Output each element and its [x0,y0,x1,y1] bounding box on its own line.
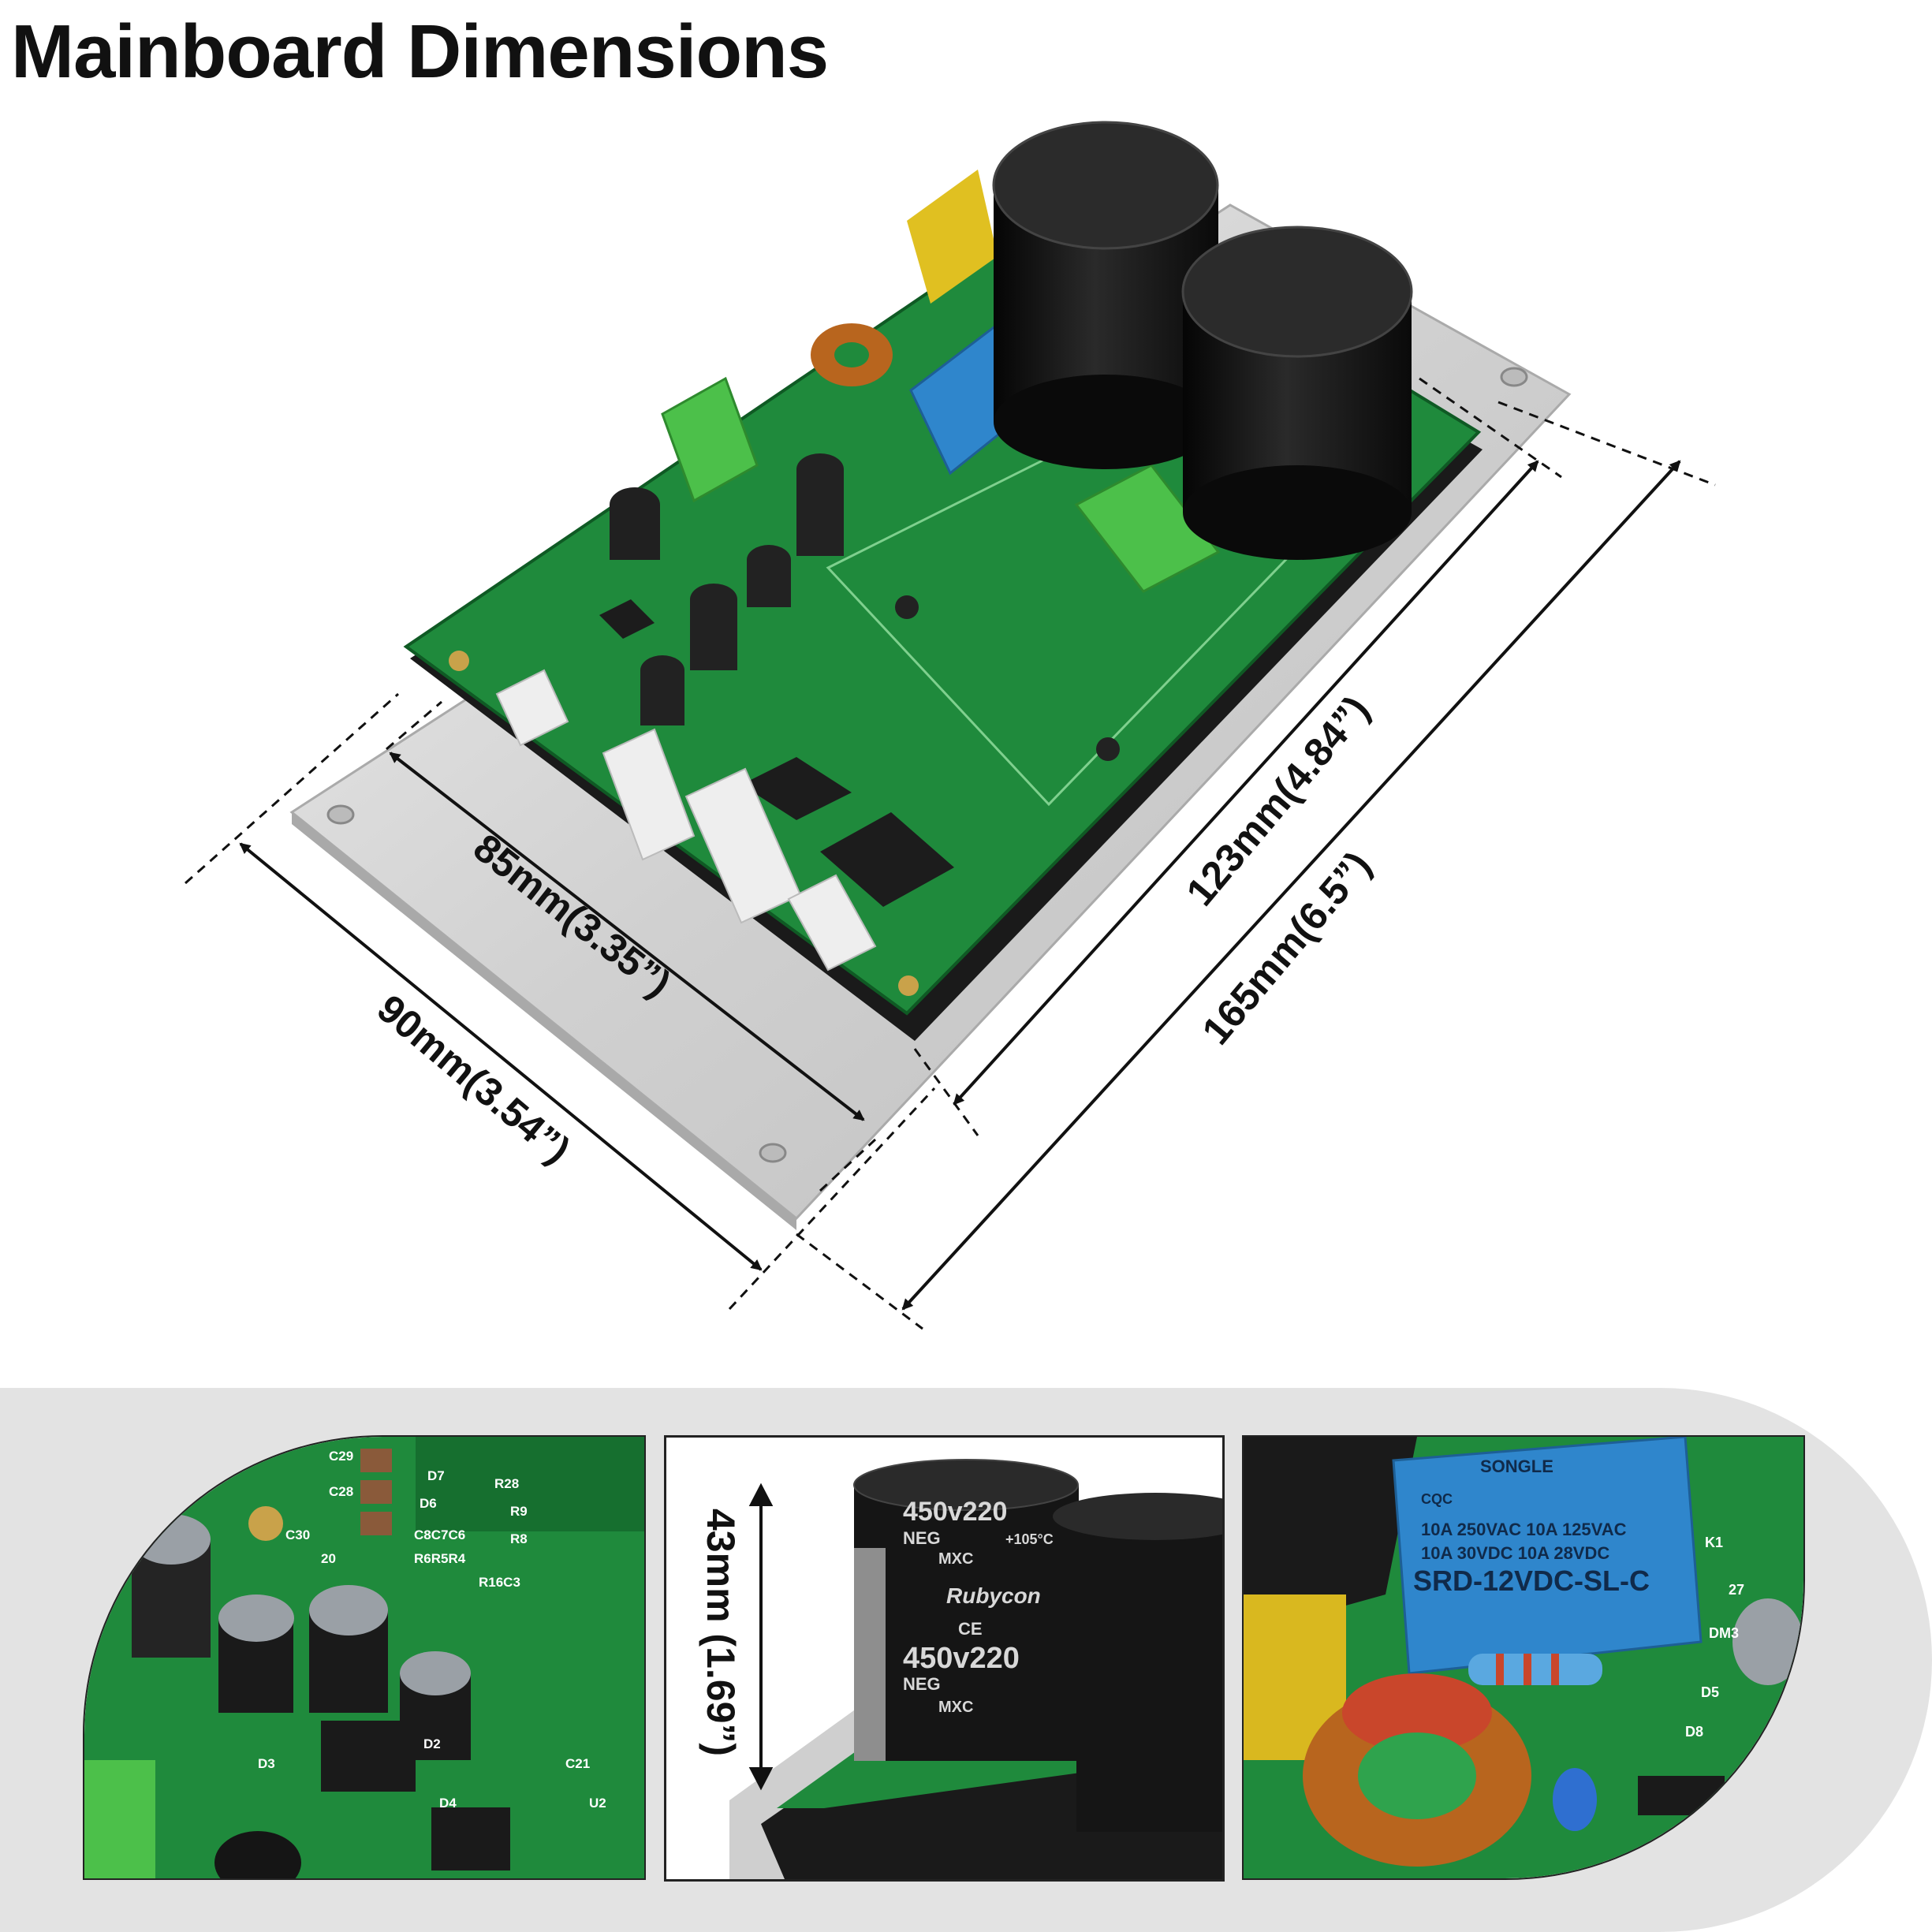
plate-width-line [239,842,763,1271]
cap-maker-bottom: MXC [938,1699,973,1716]
toroid-inductor [811,323,893,386]
cap-brand: Rubycon [946,1583,1041,1608]
marking-r9: R9 [510,1504,528,1519]
plate-length-line [901,460,1681,1311]
cap-rating-bottom: 450v220 [903,1642,1020,1675]
marking-c21: C21 [565,1756,590,1771]
capacitor-pair [853,1459,1222,1832]
relay-cert: CQC [1421,1491,1453,1507]
mainboard-dimension-photo: 85mm(3.35”) 90mm(3.54”) 123mm(4.84”) 165… [185,121,1716,1330]
small-capacitors-closeup [132,1514,471,1760]
small-capacitors [610,453,844,725]
cap-maker-top: MXC [938,1550,973,1568]
cap-rating-top: 450v220 [903,1497,1007,1527]
page-title: Mainboard Dimensions [11,9,829,94]
cap-series-bottom: NEG [903,1674,941,1694]
capacitor-height-photo: 450v220 NEG +105°C MXC Rubycon CE 450v22… [664,1435,1225,1882]
marking-d8: D8 [1685,1724,1703,1740]
capacitor-height-label: 43mm (1.69”) [699,1509,743,1756]
dimension-lines [185,377,1716,1330]
marking-27: 27 [1729,1582,1744,1598]
relay-closeup [1392,1437,1703,1675]
cap-cert: CE [958,1619,983,1639]
relay-rating-1: 10A 250VAC 10A 125VAC [1421,1520,1627,1539]
marking-d4: D4 [439,1796,457,1811]
marking-d2: D2 [423,1736,441,1751]
yellow-x-capacitor [907,170,998,304]
toroid-closeup [1303,1673,1531,1867]
marking-d3: D3 [258,1756,275,1771]
resistor [1468,1654,1602,1685]
relay-model: SRD-12VDC-SL-C [1413,1565,1650,1597]
marking-20: 20 [321,1551,336,1566]
marking-u2: U2 [589,1796,606,1811]
marking-c29: C29 [329,1449,353,1464]
marking-k1: K1 [1705,1535,1723,1550]
marking-c28: C28 [329,1484,353,1499]
marking-dm3: DM3 [1709,1625,1739,1641]
marking-c30: C30 [285,1527,310,1542]
large-capacitors [992,121,1413,560]
cap-series-top: NEG [903,1528,941,1548]
marking-d5: D5 [1701,1684,1719,1700]
marking-r16c3: R16C3 [479,1575,520,1590]
relay-brand: SONGLE [1480,1456,1553,1476]
cap-temp: +105°C [1005,1531,1054,1547]
marking-c8c7c6: C8C7C6 [414,1527,465,1542]
marking-d7: D7 [427,1468,445,1483]
marking-r8: R8 [510,1531,528,1546]
marking-r6r5r4: R6R5R4 [414,1551,466,1566]
relay-rating-2: 10A 30VDC 10A 28VDC [1421,1543,1609,1563]
marking-d6: D6 [420,1496,437,1511]
marking-r28: R28 [494,1476,519,1491]
